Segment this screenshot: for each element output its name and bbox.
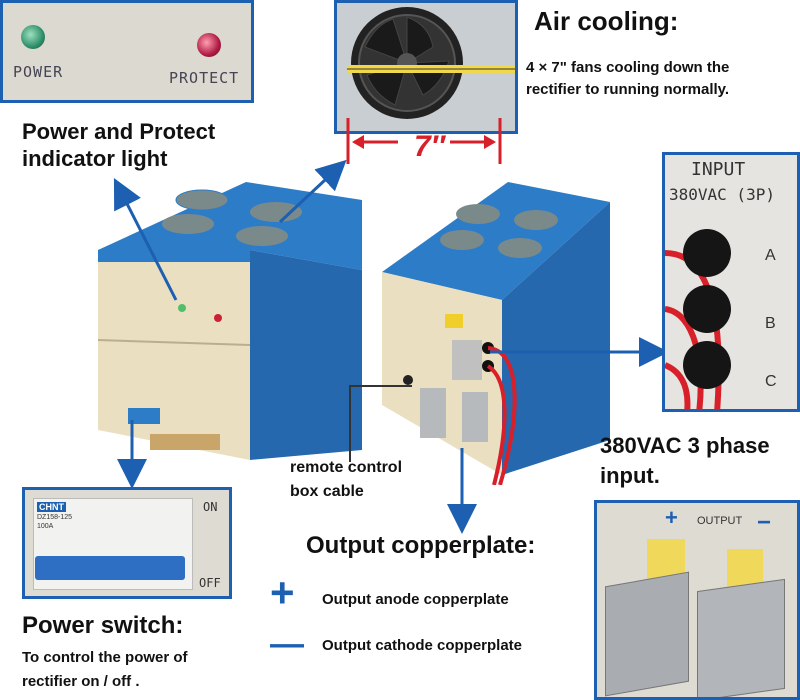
input-terminal-photo: INPUT 380VAC (3P) A B C: [662, 152, 800, 412]
cathode-label: Output cathode copperplate: [322, 637, 523, 654]
input-label-line1: 380VAC 3 phase: [600, 433, 770, 458]
breaker-on-label: ON: [203, 500, 218, 514]
indicator-light-title: Power and Protect indicator light: [22, 118, 215, 172]
output-copperplate-photo: + OUTPUT −: [594, 500, 800, 700]
breaker-photo: CHNT DZ158-125 100A ON OFF: [22, 487, 232, 599]
left-cabinet: [97, 182, 362, 460]
output-plus-label: +: [665, 505, 678, 530]
output-title: Output copperplate:: [306, 532, 536, 559]
cathode-copperplate: [697, 578, 785, 697]
breaker-off-label: OFF: [199, 576, 221, 590]
phase-b-label: B: [765, 315, 776, 332]
output-panel-label: OUTPUT: [697, 515, 743, 527]
indicator-panel-photo: POWER PROTECT: [0, 0, 254, 103]
breaker-model: DZ158-125: [37, 514, 73, 521]
power-switch-title: Power switch:: [22, 612, 184, 639]
breaker-brand: CHNT: [37, 502, 66, 512]
power-switch-desc-line1: To control the power of: [22, 649, 188, 666]
indicator-light-title-text: Power and Protect indicator light: [22, 119, 216, 171]
input-label-line2: input.: [600, 463, 660, 488]
phase-c-label: C: [765, 373, 777, 390]
input-voltage: 380VAC (3P): [669, 185, 775, 204]
output-minus-label: −: [757, 509, 772, 536]
power-lamp-label: POWER: [13, 63, 64, 81]
air-cooling-desc-line1: 4 × 7" fans cooling down the: [526, 59, 730, 76]
power-switch-desc-line2: rectifier on / off .: [22, 673, 140, 690]
power-lamp-icon: [21, 25, 45, 49]
phase-a-label: A: [765, 247, 776, 264]
air-cooling-desc-line2: rectifier to running normally.: [526, 81, 730, 98]
fan-photo: [334, 0, 518, 134]
breaker-rating: 100A: [37, 523, 54, 530]
anode-label: Output anode copperplate: [322, 591, 509, 608]
remote-cable-line2: box cable: [290, 483, 364, 500]
input-title: INPUT: [691, 159, 746, 180]
protect-lamp-icon: [197, 33, 221, 57]
remote-cable-line1: remote control: [290, 459, 403, 476]
rectifier-cabinets-photo: [97, 182, 610, 485]
cable-glands-icon: [665, 229, 731, 409]
breaker-toggle-bar: [35, 556, 185, 580]
air-cooling-title: Air cooling:: [534, 6, 679, 36]
cooling-fan-icon: [337, 3, 515, 131]
right-cabinet: [382, 182, 610, 485]
fan-dimension-label: 7″: [414, 130, 446, 163]
protect-lamp-label: PROTECT: [169, 69, 240, 87]
anode-copperplate: [605, 571, 689, 697]
minus-sign-icon: —: [270, 625, 304, 663]
fan-dimension-arrow: [346, 118, 502, 164]
plus-sign-icon: +: [270, 569, 295, 616]
